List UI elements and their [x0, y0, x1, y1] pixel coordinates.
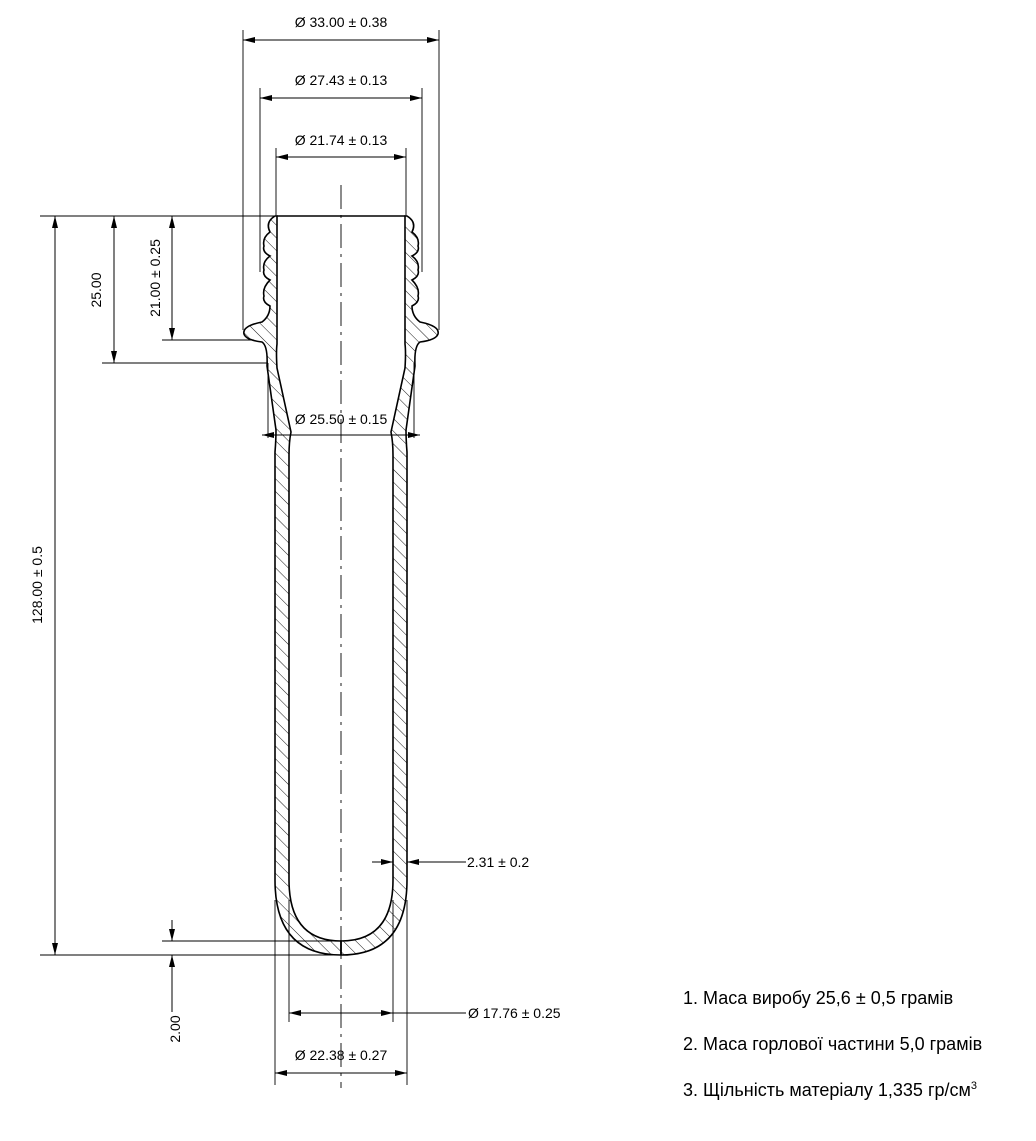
left-wall-section: [243, 215, 342, 956]
dim-2-label: 2.00: [167, 1015, 183, 1042]
note-mass-text: 1. Маса виробу 25,6 ± 0,5 грамів: [683, 988, 954, 1008]
dimension-lines: [52, 37, 466, 1076]
dim-d25-label: Ø 25.50 ± 0.15: [295, 411, 388, 427]
dim-wall-label: 2.31 ± 0.2: [467, 854, 529, 870]
note-density-text: 3. Щільність матеріалу 1,335 гр/см: [683, 1080, 971, 1100]
dim-25-label: 25.00: [88, 272, 104, 307]
dim-d22-label: Ø 22.38 ± 0.27: [295, 1047, 388, 1063]
note-density: 3. Щільність матеріалу 1,335 гр/см3: [683, 1080, 977, 1101]
dim-d33-label: Ø 33.00 ± 0.38: [295, 14, 388, 30]
dim-d27-label: Ø 27.43 ± 0.13: [295, 72, 388, 88]
note-mass: 1. Маса виробу 25,6 ± 0,5 грамів: [683, 988, 953, 1009]
dim-128-label: 128.00 ± 0.5: [29, 546, 45, 624]
dim-d17-label: Ø 17.76 ± 0.25: [468, 1005, 561, 1021]
dim-21-label: 21.00 ± 0.25: [147, 239, 163, 317]
note-neck-mass: 2. Маса горлової частини 5,0 грамів: [683, 1034, 982, 1055]
note-neck-mass-text: 2. Маса горлової частини 5,0 грамів: [683, 1034, 983, 1054]
extension-lines: [40, 30, 440, 1085]
note-density-exponent: 3: [970, 1080, 978, 1092]
right-wall-section: [340, 215, 439, 956]
dim-d21-label: Ø 21.74 ± 0.13: [295, 132, 388, 148]
